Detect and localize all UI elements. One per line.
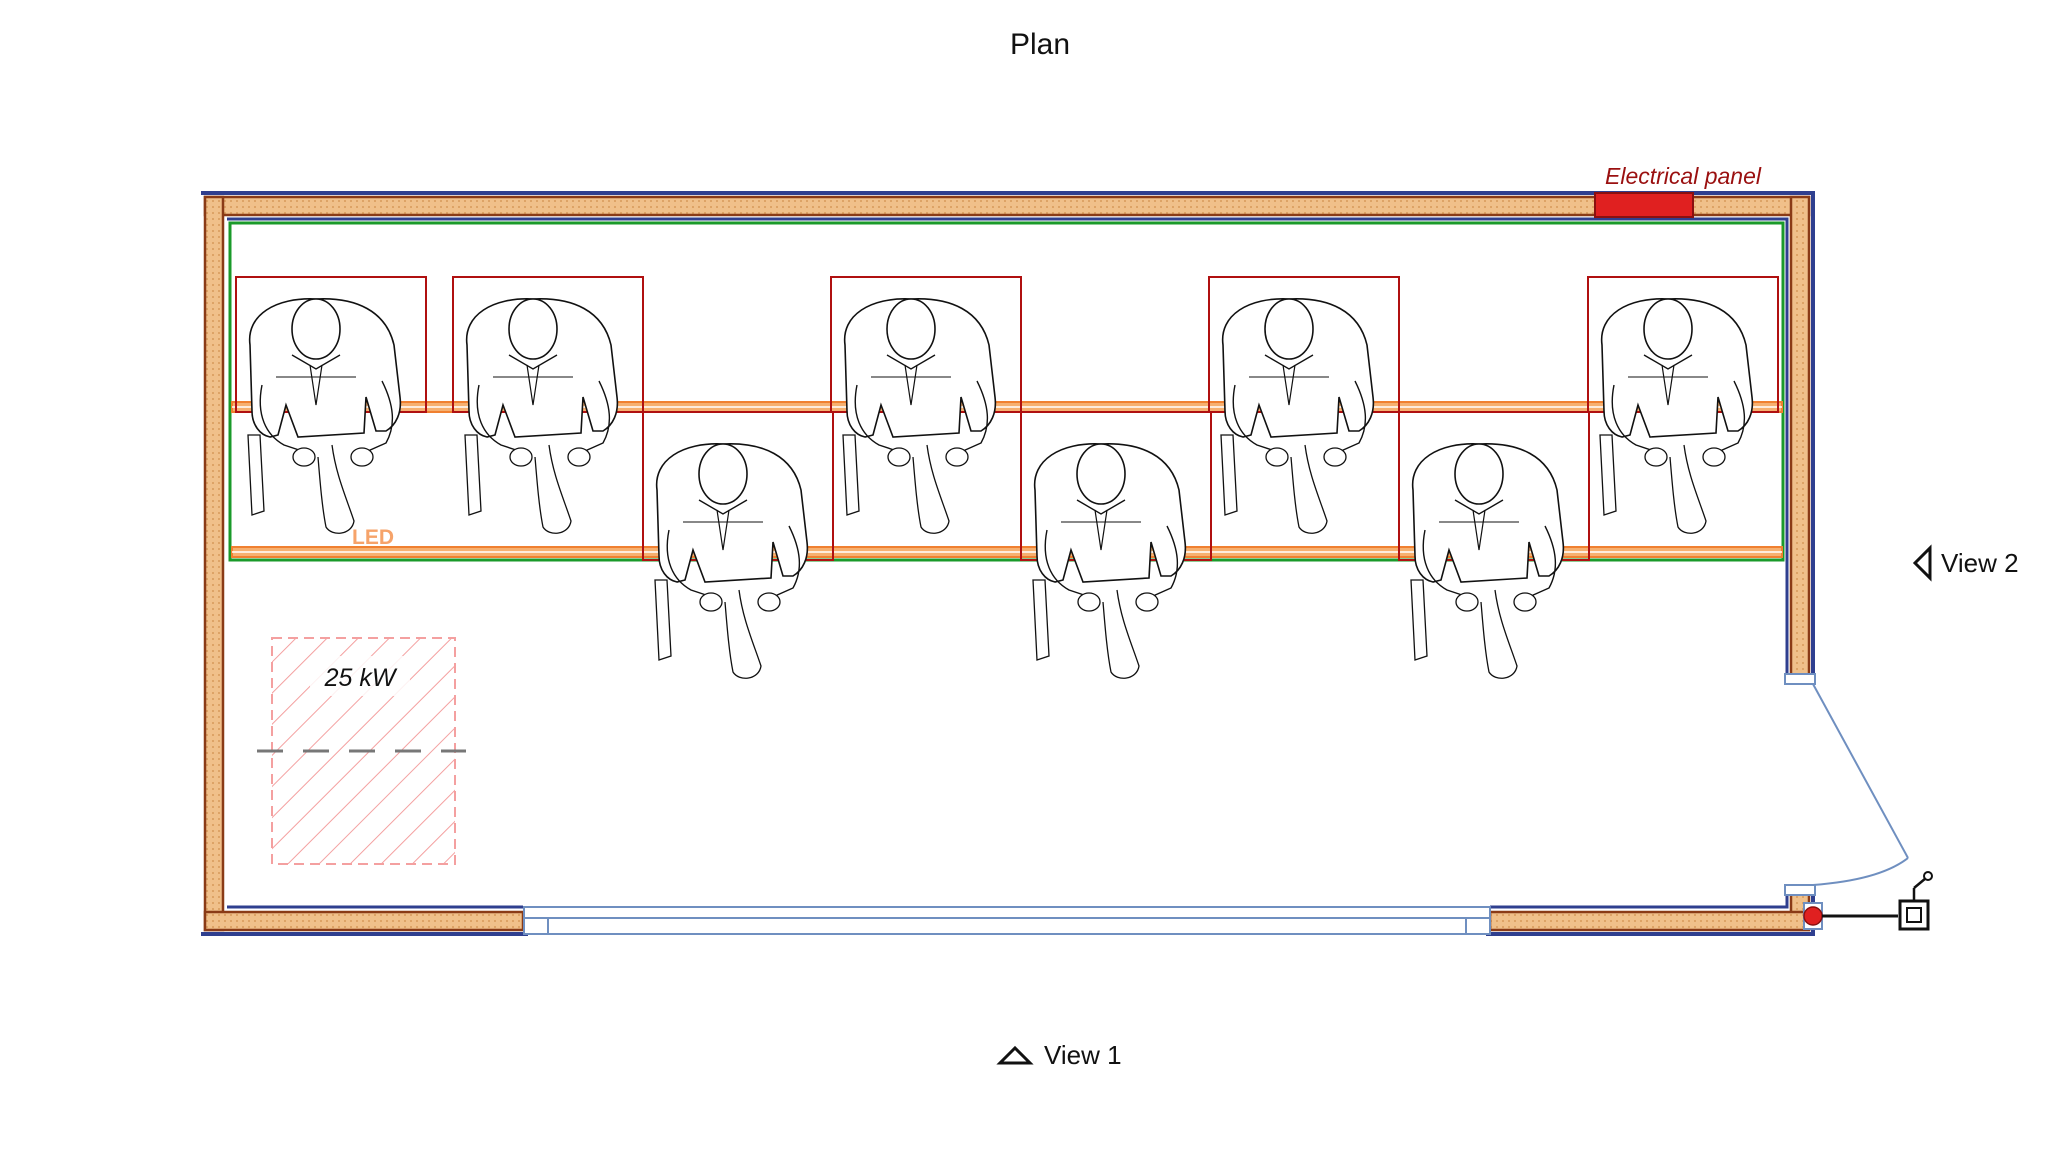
- wall-insulation-right: [1789, 195, 1811, 677]
- wall-insulation-top: [203, 195, 1811, 217]
- person-seated-icon: [654, 443, 809, 680]
- wall-insulation-bottom-right: [1488, 910, 1811, 932]
- people: [247, 298, 1754, 680]
- led-label: LED: [352, 526, 394, 549]
- person-seated-icon: [1410, 443, 1565, 680]
- person-seated-icon: [1599, 298, 1754, 535]
- wall-insulation-left: [203, 195, 225, 932]
- person-seated-icon: [1032, 443, 1187, 680]
- wall-insulation-bottom-left: [203, 910, 525, 932]
- electrical-panel-label: Electrical panel: [1605, 163, 1762, 189]
- switch-icon: [1803, 871, 1933, 931]
- view-2-marker: View 2: [1912, 544, 2019, 582]
- view-2-label: View 2: [1941, 548, 2019, 578]
- heater-zone: [257, 637, 466, 865]
- person-seated-icon: [842, 298, 997, 535]
- inner-green-line: [228, 221, 1785, 562]
- heater-power-label: 25 kW: [324, 664, 398, 692]
- door-swing-icon: [1812, 683, 1909, 886]
- window-glazing: [523, 906, 1491, 935]
- plan-title: Plan: [1010, 28, 1070, 61]
- person-seated-icon: [1220, 298, 1375, 535]
- person-seated-icon: [464, 298, 619, 535]
- view-1-marker: View 1: [996, 1040, 1122, 1070]
- person-seated-icon: [247, 298, 402, 535]
- view-marker-triangle-icon: [1912, 544, 1932, 582]
- electrical-panel: [1594, 192, 1694, 218]
- view-marker-triangle-icon: [996, 1045, 1034, 1065]
- view-1-label: View 1: [1044, 1040, 1122, 1070]
